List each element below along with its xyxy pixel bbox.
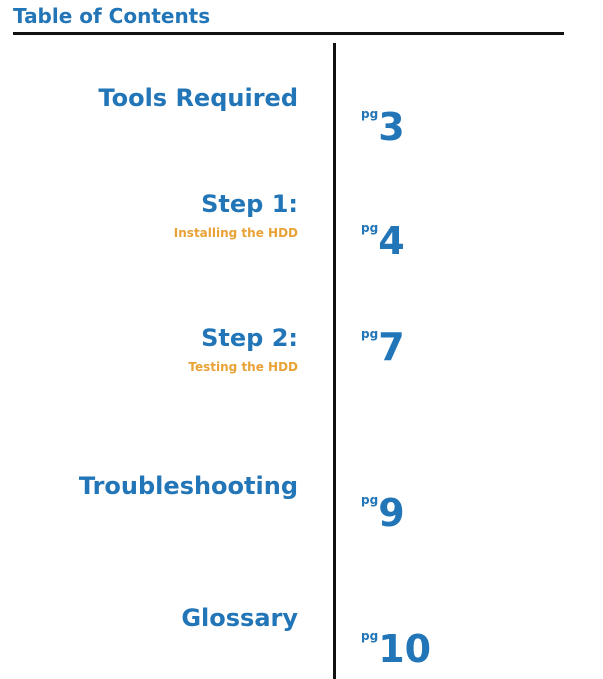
page-title: Table of Contents bbox=[13, 4, 211, 28]
toc-entry-step-1-title[interactable]: Step 1: bbox=[201, 190, 298, 218]
pg-label: pg bbox=[361, 629, 379, 643]
toc-entry-glossary-title[interactable]: Glossary bbox=[181, 604, 298, 632]
toc-entry-tools-required-title[interactable]: Tools Required bbox=[98, 84, 298, 112]
toc-entry-troubleshooting-title[interactable]: Troubleshooting bbox=[78, 472, 298, 500]
toc-entry-step-2-page[interactable]: pg7 bbox=[361, 328, 405, 366]
page-number: 10 bbox=[378, 627, 432, 671]
toc-entry-tools-required-page[interactable]: pg3 bbox=[361, 108, 405, 146]
page-number: 3 bbox=[378, 105, 405, 149]
vertical-divider bbox=[333, 43, 336, 679]
page-number: 7 bbox=[378, 325, 405, 369]
toc-entry-step-1-page[interactable]: pg4 bbox=[361, 222, 405, 260]
toc-entry-glossary-page[interactable]: pg10 bbox=[361, 630, 431, 668]
toc-entry-troubleshooting-page[interactable]: pg9 bbox=[361, 494, 405, 532]
page-number: 4 bbox=[378, 219, 405, 263]
pg-label: pg bbox=[361, 327, 379, 341]
toc-entry-step-1-subtitle: Installing the HDD bbox=[173, 226, 298, 240]
toc-entry-step-2-subtitle: Testing the HDD bbox=[188, 360, 298, 374]
pg-label: pg bbox=[361, 107, 379, 121]
pg-label: pg bbox=[361, 493, 379, 507]
pg-label: pg bbox=[361, 221, 379, 235]
page-number: 9 bbox=[378, 491, 405, 535]
title-underline bbox=[13, 32, 564, 35]
toc-entry-step-2-title[interactable]: Step 2: bbox=[201, 324, 298, 352]
